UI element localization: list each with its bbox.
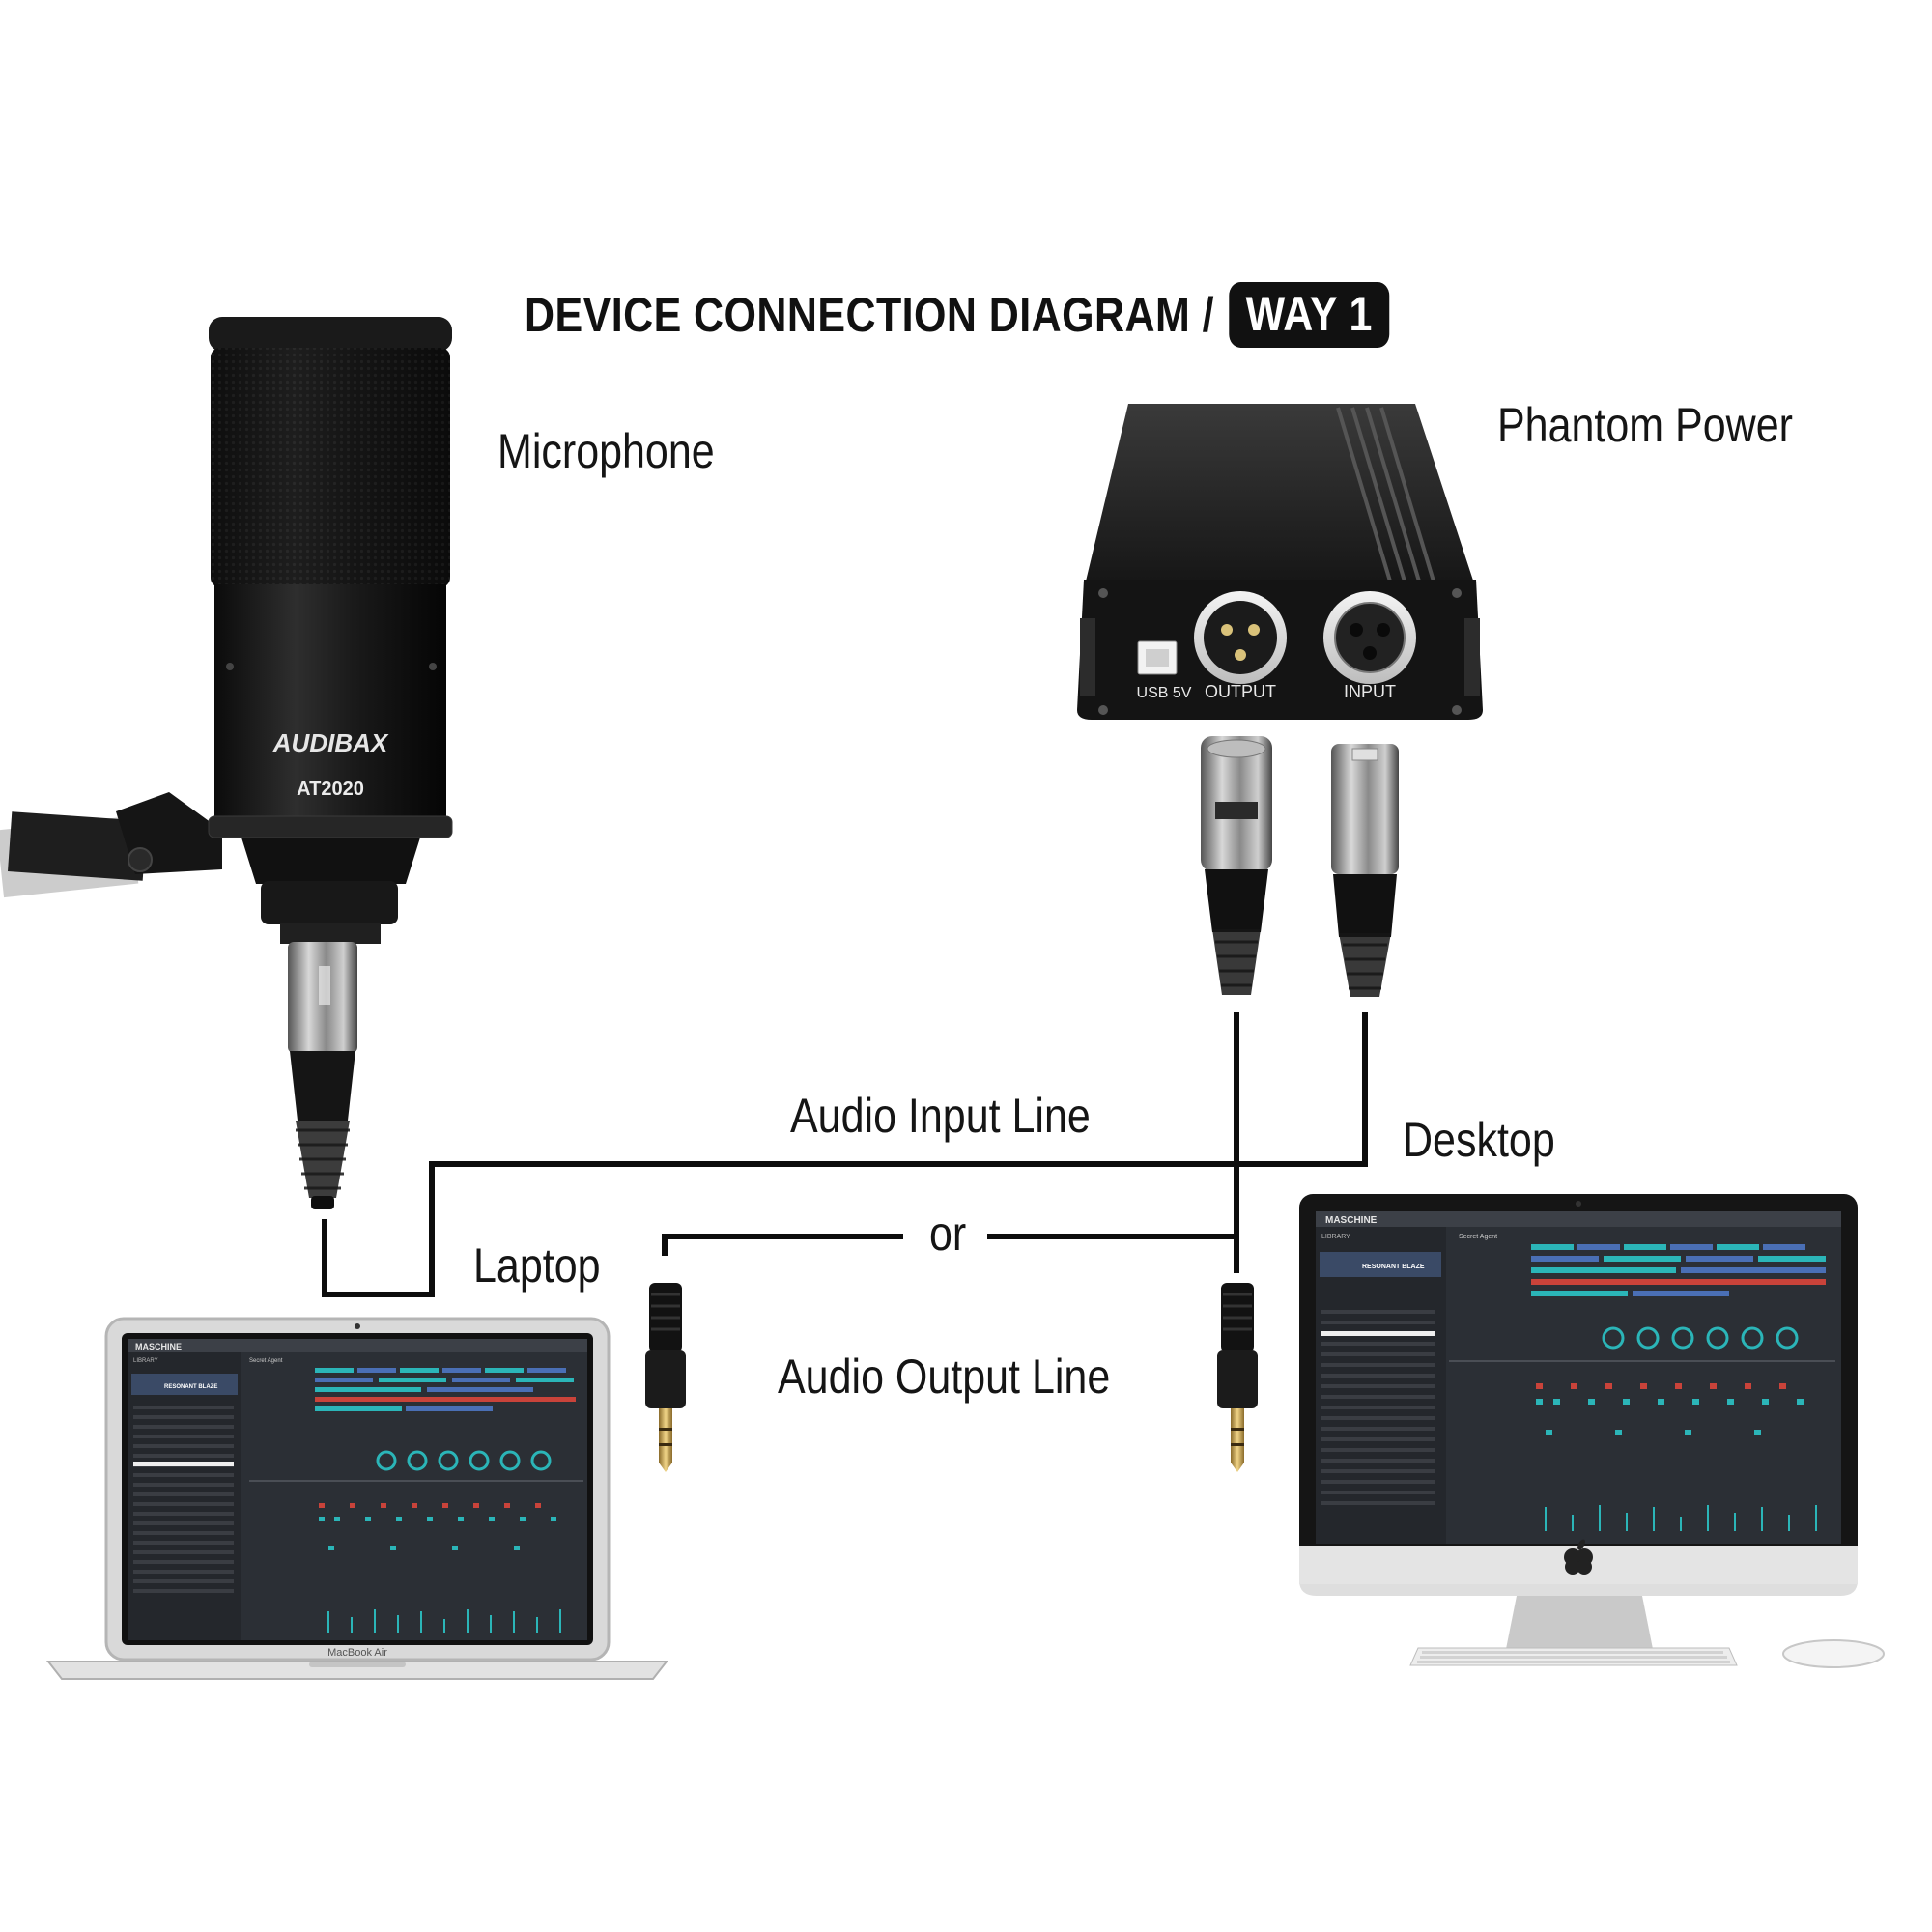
microphone-label: Microphone <box>497 424 715 478</box>
phantom-power-illustration: USB 5V OUTPUT INPUT <box>1077 404 1483 720</box>
box-ribs <box>1336 407 1436 585</box>
desktop-app-name: MASCHINE <box>1325 1215 1378 1226</box>
mic-thread <box>261 881 398 924</box>
laptop-preset: RESONANT BLAZE <box>164 1384 217 1390</box>
usb-label: USB 5V <box>1137 685 1192 701</box>
laptop-screen: MASCHINE LIBRARY RESONANT BLAZE <box>128 1339 587 1640</box>
output-label: OUTPUT <box>1205 682 1276 701</box>
mic-cap <box>209 317 452 352</box>
imac-stand <box>1505 1596 1654 1654</box>
laptop-project: Secret Agent <box>249 1358 283 1364</box>
desktop-library-tab: LIBRARY <box>1321 1234 1350 1240</box>
mic-model: AT2020 <box>297 779 364 800</box>
or-label: or <box>929 1207 967 1261</box>
xlr-male-plug <box>1331 744 1399 997</box>
desktop-illustration: MASCHINE LIBRARY RESONANT BLAZE Secret A… <box>1299 1194 1885 1668</box>
phantom-power-label: Phantom Power <box>1497 398 1793 452</box>
desktop-project: Secret Agent <box>1459 1234 1497 1240</box>
desktop-label: Desktop <box>1403 1113 1555 1167</box>
jack-plug-left <box>645 1283 686 1472</box>
mount-knob <box>128 847 153 872</box>
mouse <box>1782 1639 1885 1668</box>
laptop-library-tab: LIBRARY <box>133 1358 158 1364</box>
way-badge: WAY 1 <box>1229 282 1390 348</box>
mic-body <box>214 584 446 821</box>
laptop-base <box>45 1661 669 1680</box>
xlr-female-plug <box>1201 736 1272 995</box>
mic-brand: AUDIBAX <box>272 728 389 757</box>
input-label: INPUT <box>1344 682 1396 701</box>
audio-input-line-label: Audio Input Line <box>790 1089 1091 1143</box>
mic-ring <box>208 815 453 838</box>
audio-input-line <box>322 1012 1368 1297</box>
output-line-left <box>662 1234 903 1256</box>
laptop-app-name: MASCHINE <box>135 1342 182 1351</box>
mic-base <box>242 838 420 884</box>
title-text: DEVICE CONNECTION DIAGRAM / <box>525 288 1214 342</box>
laptop-label: Laptop <box>473 1238 601 1293</box>
diagram-title: DEVICE CONNECTION DIAGRAM / WAY 1 <box>525 282 1390 348</box>
box-top <box>1084 404 1476 589</box>
microphone-illustration: AUDIBAX AT2020 <box>0 317 453 1209</box>
jack-plug-right <box>1217 1283 1258 1472</box>
mic-xlr-boot <box>290 1051 355 1121</box>
connection-lines <box>322 1012 1368 1297</box>
desktop-preset: RESONANT BLAZE <box>1362 1264 1425 1270</box>
audio-output-line-label: Audio Output Line <box>778 1350 1111 1404</box>
laptop-model-label: MacBook Air <box>327 1647 387 1659</box>
boom-arm-clamp <box>8 811 147 881</box>
laptop-illustration: MASCHINE LIBRARY RESONANT BLAZE <box>45 1317 669 1680</box>
apple-logo-icon <box>1564 1539 1593 1575</box>
